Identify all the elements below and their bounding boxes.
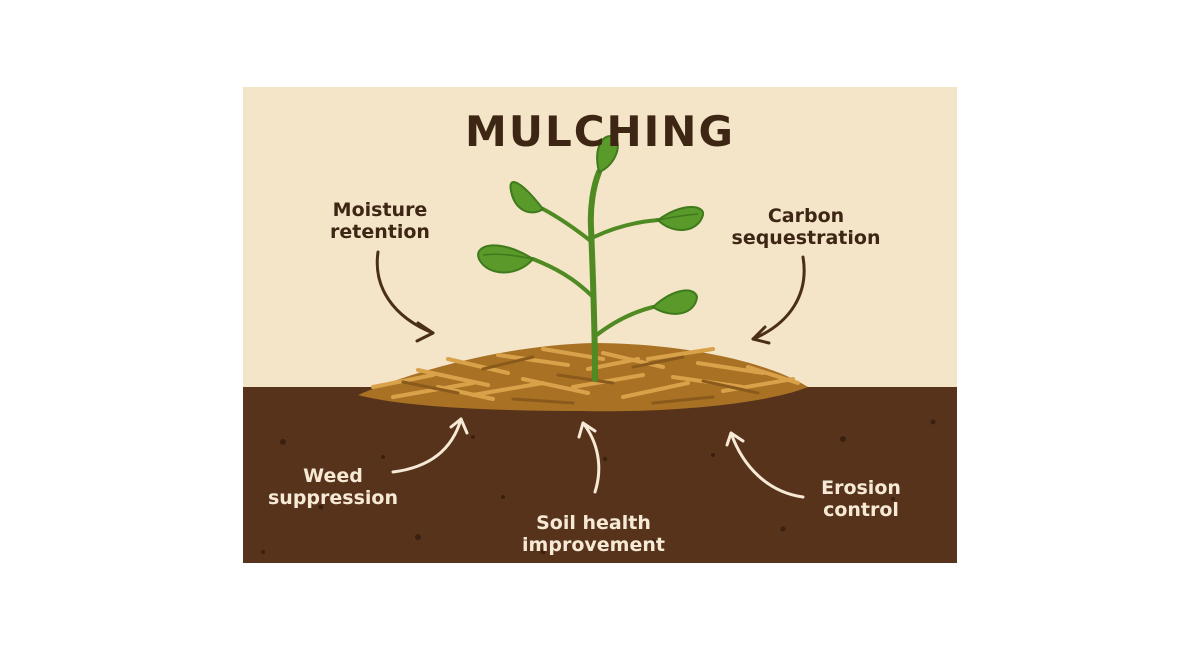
label-carbon-sequestration: Carbon sequestration [731,205,881,249]
background-panel [243,87,957,387]
label-soil-health-improvement: Soil health improvement [522,512,665,556]
label-erosion-control: Erosion control [821,477,901,521]
arrow-icon [577,421,601,494]
diagram-title: MULCHING [465,107,735,156]
arrow-icon [751,255,806,345]
plant-icon [477,135,705,382]
label-weed-suppression: Weed suppression [267,465,398,509]
label-moisture-retention: Moisture retention [330,199,430,243]
diagram-artwork [243,87,957,563]
arrow-icon [375,250,435,343]
arrow-icon [391,417,469,474]
mulch-layer [358,343,808,412]
arrow-icon [725,431,805,499]
mulching-diagram: MULCHING Moisture retention Carbon seque… [243,87,957,563]
soil-specks [261,419,936,555]
